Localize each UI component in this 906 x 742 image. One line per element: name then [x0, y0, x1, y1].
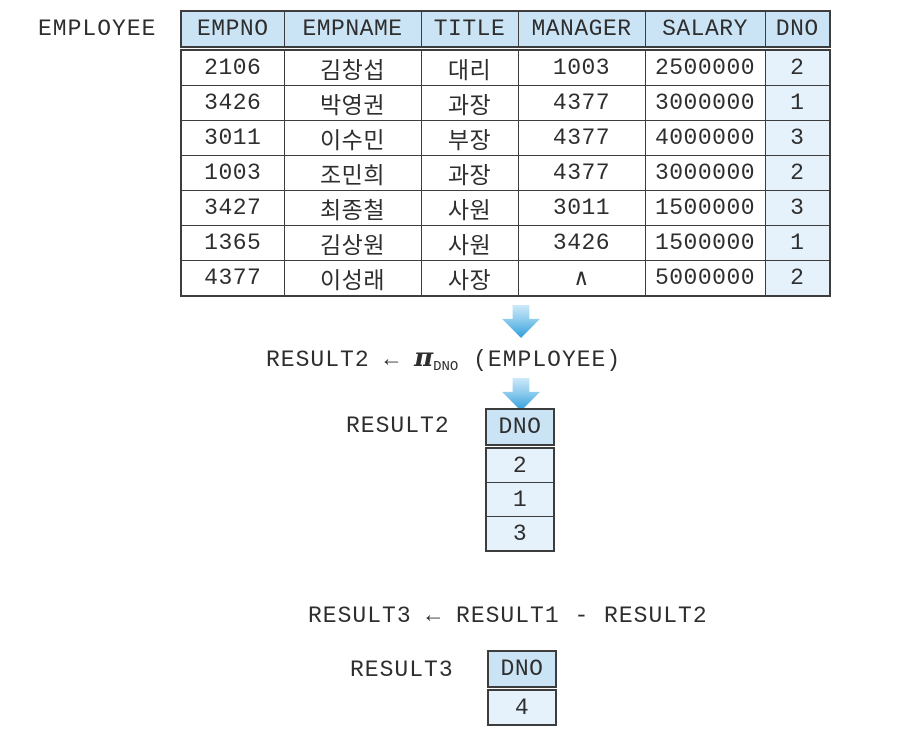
cell-dno: 4 — [487, 688, 557, 726]
down-arrow-icon — [502, 305, 540, 338]
cell-empname: 최종철 — [283, 190, 422, 226]
table-row: 3427 최종철 사원 3011 1500000 3 — [180, 190, 831, 226]
cell-manager: 4377 — [517, 155, 646, 191]
column-header-empno: EMPNO — [180, 10, 285, 51]
cell-empno: 1003 — [180, 155, 285, 191]
cell-title: 사장 — [420, 260, 519, 297]
column-header-manager: MANAGER — [517, 10, 646, 51]
down-arrow-icon — [502, 378, 540, 411]
column-header-salary: SALARY — [644, 10, 766, 51]
result2-header-row: DNO — [485, 408, 555, 449]
employee-header-row: EMPNO EMPNAME TITLE MANAGER SALARY DNO — [180, 10, 831, 51]
cell-empno: 3011 — [180, 120, 285, 156]
cell-manager: 4377 — [517, 85, 646, 121]
cell-salary: 2500000 — [644, 48, 766, 86]
cell-empname: 김창섭 — [283, 48, 422, 86]
pi-operator: π — [414, 343, 434, 373]
formula-operand: (EMPLOYEE) — [473, 347, 622, 373]
cell-salary: 3000000 — [644, 155, 766, 191]
cell-salary: 3000000 — [644, 85, 766, 121]
cell-dno: 2 — [764, 260, 831, 297]
cell-empname: 조민희 — [283, 155, 422, 191]
pi-subscript: DNO — [433, 359, 459, 375]
cell-title: 사원 — [420, 225, 519, 261]
cell-empno: 3427 — [180, 190, 285, 226]
result3-header-row: DNO — [487, 650, 557, 691]
column-header-title: TITLE — [420, 10, 519, 51]
cell-empname: 이성래 — [283, 260, 422, 297]
cell-manager: ∧ — [517, 260, 646, 297]
table-row: 1365 김상원 사원 3426 1500000 1 — [180, 225, 831, 261]
cell-empno: 3426 — [180, 85, 285, 121]
formula-target: RESULT2 — [266, 347, 370, 373]
table-row: 3 — [485, 516, 555, 552]
column-header-dno: DNO — [764, 10, 831, 51]
cell-manager: 1003 — [517, 48, 646, 86]
column-header-dno: DNO — [487, 650, 557, 691]
cell-empno: 4377 — [180, 260, 285, 297]
cell-empno: 1365 — [180, 225, 285, 261]
cell-salary: 1500000 — [644, 225, 766, 261]
cell-title: 부장 — [420, 120, 519, 156]
cell-salary: 4000000 — [644, 120, 766, 156]
cell-dno: 2 — [764, 155, 831, 191]
difference-formula: RESULT3 ← RESULT1 - RESULT2 — [308, 603, 708, 629]
cell-dno: 2 — [764, 48, 831, 86]
column-header-dno: DNO — [485, 408, 555, 449]
assign-arrow-icon: ← — [384, 347, 400, 373]
cell-empno: 2106 — [180, 48, 285, 86]
table-row: 3426 박영권 과장 4377 3000000 1 — [180, 85, 831, 121]
column-header-empname: EMPNAME — [283, 10, 422, 51]
table-row: 4 — [487, 688, 557, 726]
table-row: 4377 이성래 사장 ∧ 5000000 2 — [180, 260, 831, 297]
cell-dno: 3 — [764, 190, 831, 226]
cell-dno: 3 — [485, 516, 555, 552]
table-row: 3011 이수민 부장 4377 4000000 3 — [180, 120, 831, 156]
cell-dno: 3 — [764, 120, 831, 156]
result2-table: DNO 2 1 3 — [485, 408, 555, 552]
cell-title: 과장 — [420, 85, 519, 121]
cell-dno: 1 — [764, 85, 831, 121]
cell-manager: 3011 — [517, 190, 646, 226]
cell-manager: 3426 — [517, 225, 646, 261]
table-row: 2106 김창섭 대리 1003 2500000 2 — [180, 48, 831, 86]
cell-title: 과장 — [420, 155, 519, 191]
cell-dno: 1 — [485, 482, 555, 517]
cell-dno: 2 — [485, 446, 555, 483]
cell-empname: 박영권 — [283, 85, 422, 121]
table-row: 2 — [485, 446, 555, 483]
cell-title: 사원 — [420, 190, 519, 226]
cell-title: 대리 — [420, 48, 519, 86]
result3-table: DNO 4 — [487, 650, 557, 726]
employee-table: EMPNO EMPNAME TITLE MANAGER SALARY DNO 2… — [180, 10, 831, 297]
result2-table-label: RESULT2 — [346, 413, 450, 439]
result3-table-label: RESULT3 — [350, 657, 454, 683]
cell-dno: 1 — [764, 225, 831, 261]
table-row: 1 — [485, 482, 555, 517]
cell-empname: 김상원 — [283, 225, 422, 261]
cell-salary: 5000000 — [644, 260, 766, 297]
cell-empname: 이수민 — [283, 120, 422, 156]
table-row: 1003 조민희 과장 4377 3000000 2 — [180, 155, 831, 191]
cell-salary: 1500000 — [644, 190, 766, 226]
projection-formula: RESULT2 ← πDNO (EMPLOYEE) — [266, 343, 621, 375]
employee-table-label: EMPLOYEE — [38, 16, 157, 42]
cell-manager: 4377 — [517, 120, 646, 156]
